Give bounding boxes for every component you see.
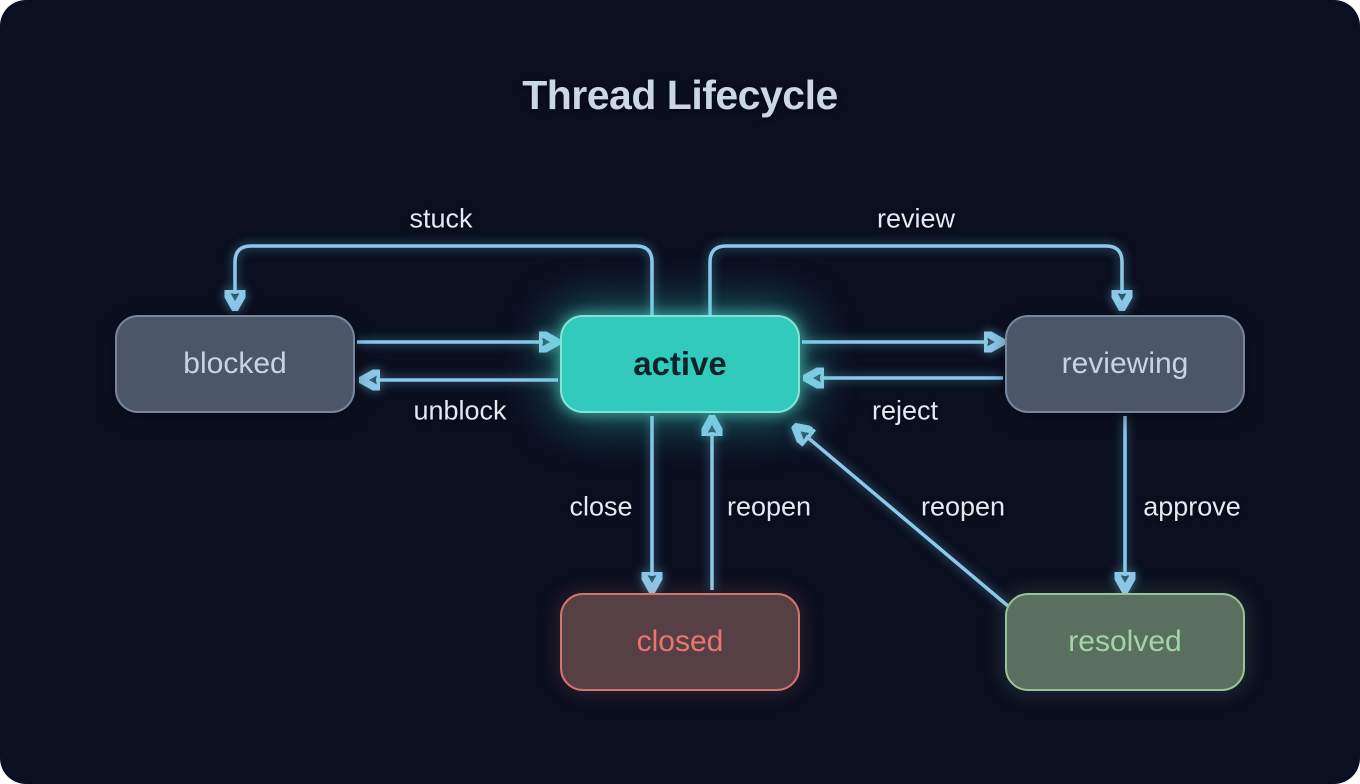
- edge-label-stuck: stuck: [409, 203, 473, 234]
- state-node-reviewing: reviewing: [1005, 315, 1245, 413]
- state-label-reviewing: reviewing: [1061, 347, 1189, 380]
- state-label-active: active: [633, 345, 727, 382]
- edge-review-arrow: [708, 244, 1122, 316]
- edge-label-approve: approve: [1143, 491, 1241, 522]
- edge-label-review: review: [876, 203, 956, 234]
- state-node-blocked: blocked: [115, 315, 355, 413]
- diagram-title: Thread Lifecycle: [522, 72, 838, 118]
- state-label-blocked: blocked: [183, 347, 287, 380]
- state-node-active: active: [560, 315, 800, 413]
- edge-label-reject: reject: [871, 395, 939, 426]
- state-label-closed: closed: [636, 625, 724, 658]
- state-node-resolved: resolved: [1005, 593, 1245, 691]
- edge-stuck-arrow: [235, 244, 654, 316]
- edge-label-reopen-resolved: reopen: [920, 491, 1006, 522]
- state-label-resolved: resolved: [1068, 625, 1182, 658]
- edge-reopen-resolved-arrow: [806, 436, 1010, 608]
- edge-label-unblock: unblock: [413, 395, 507, 426]
- state-node-closed: closed: [560, 593, 800, 691]
- edge-label-reopen-closed: reopen: [726, 491, 812, 522]
- edge-label-close: close: [569, 491, 633, 522]
